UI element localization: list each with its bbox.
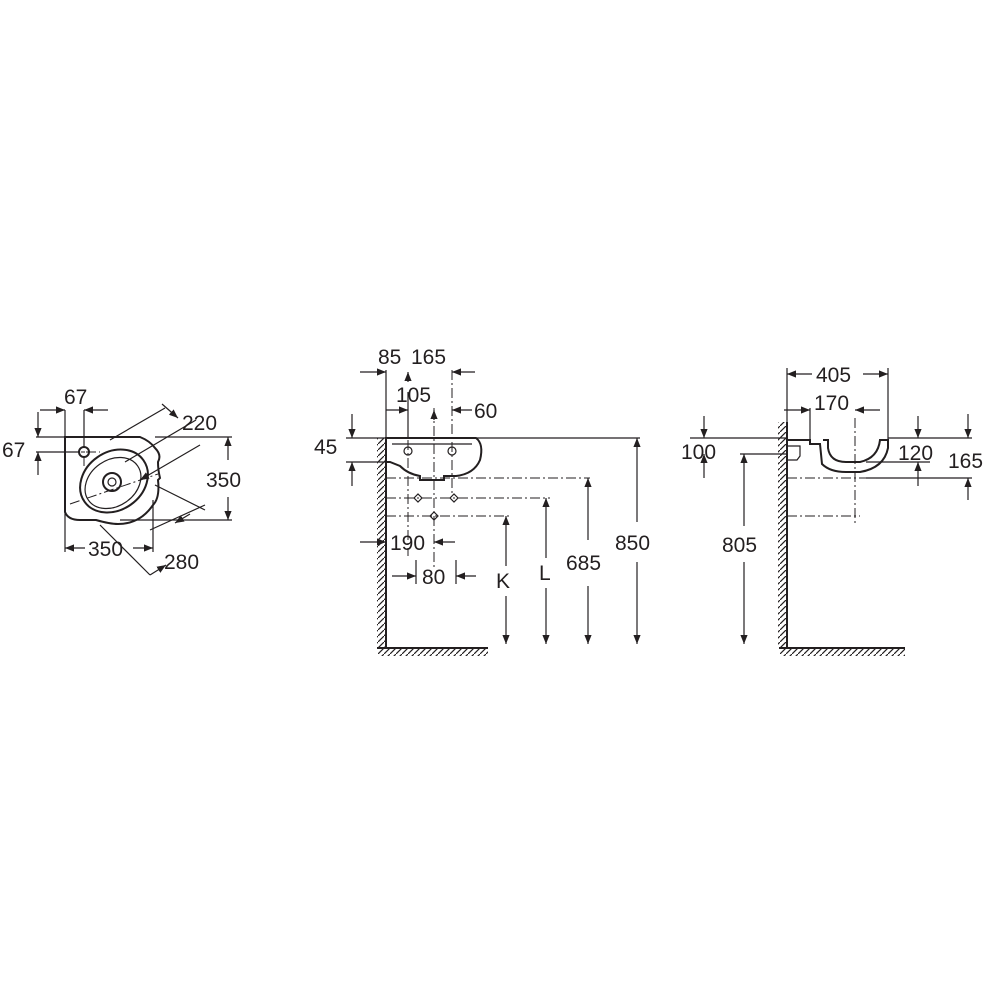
drain-inner bbox=[107, 477, 117, 487]
dim-280: 280 bbox=[164, 551, 199, 574]
dim-120: 120 bbox=[898, 442, 933, 465]
dim-80: 80 bbox=[422, 566, 445, 589]
dim-105: 105 bbox=[396, 384, 431, 407]
floor-hatch-front bbox=[378, 648, 488, 656]
dim-805: 805 bbox=[722, 534, 757, 557]
dim-350-bottom: 350 bbox=[88, 538, 123, 561]
side-view: 405 170 100 805 120 165 bbox=[681, 364, 983, 656]
dim-170: 170 bbox=[814, 392, 849, 415]
dim-405: 405 bbox=[816, 364, 851, 387]
drain-outer bbox=[102, 472, 122, 492]
dim-100: 100 bbox=[681, 441, 716, 464]
dim-85: 85 bbox=[378, 346, 401, 369]
dim-165-side: 165 bbox=[948, 450, 983, 473]
basin-plan-outline bbox=[64, 436, 162, 526]
front-view: 85 165 105 60 45 190 80 K L 685 bbox=[314, 346, 650, 656]
dim-350-right: 350 bbox=[206, 469, 241, 492]
basin-bowl bbox=[79, 448, 149, 514]
basin-front-outline bbox=[385, 437, 483, 481]
plan-view: 67 67 220 350 350 280 bbox=[2, 386, 241, 576]
dim-685: 685 bbox=[566, 552, 601, 575]
dim-850: 850 bbox=[615, 532, 650, 555]
floor-hatch-side bbox=[780, 648, 905, 656]
dim-190: 190 bbox=[390, 532, 425, 555]
wall-hatch-side bbox=[778, 422, 787, 648]
dim-60: 60 bbox=[474, 400, 497, 423]
dim-67-top: 67 bbox=[64, 386, 87, 409]
basin-bowl-inner bbox=[84, 456, 142, 510]
dim-K: K bbox=[496, 570, 510, 593]
dim-L: L bbox=[539, 562, 551, 585]
dim-45: 45 bbox=[314, 436, 337, 459]
dim-165-front: 165 bbox=[411, 346, 446, 369]
basin-side-outline bbox=[787, 439, 889, 473]
dim-67-left: 67 bbox=[2, 439, 25, 462]
wall-hatch-front bbox=[377, 438, 386, 648]
dim-220: 220 bbox=[182, 412, 217, 435]
